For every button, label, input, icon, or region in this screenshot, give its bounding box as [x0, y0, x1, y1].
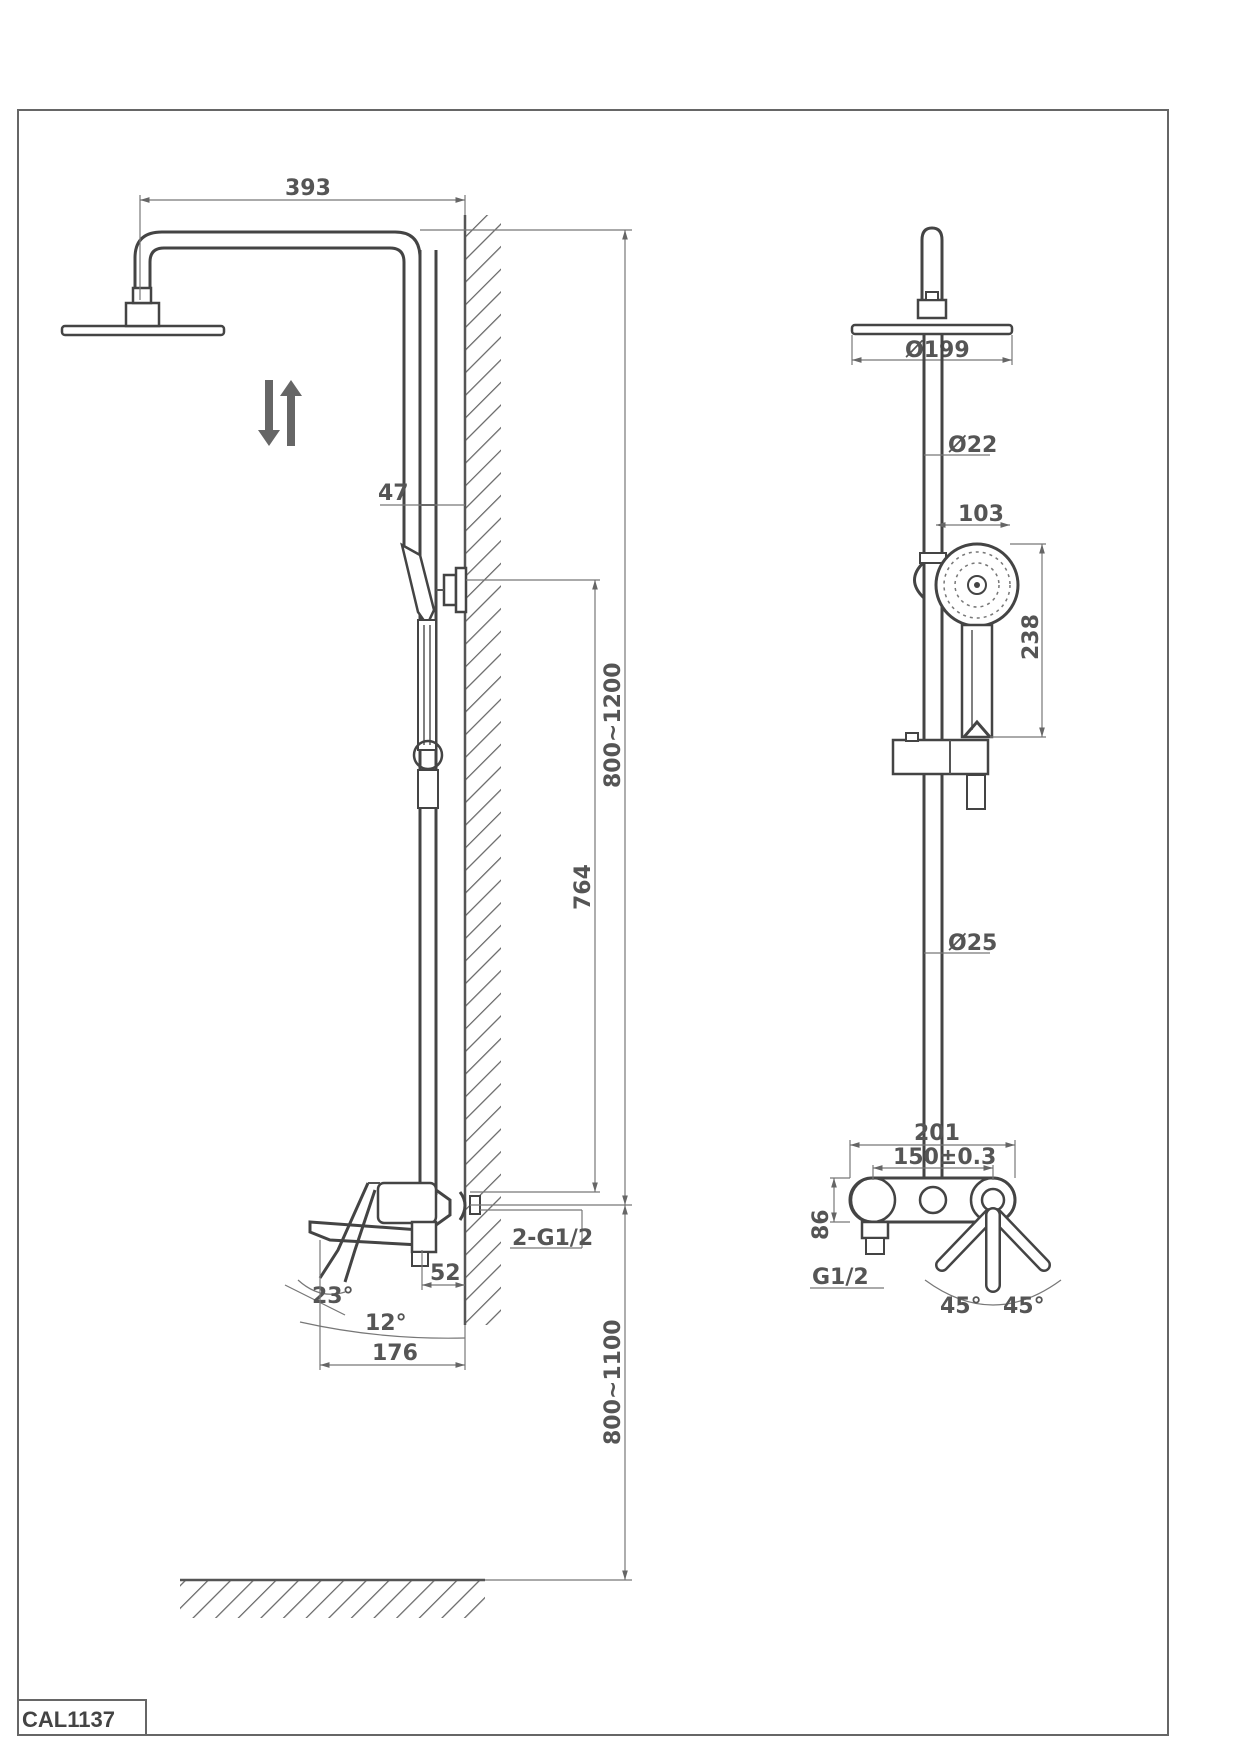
- dim-800-1100: 800~1100: [601, 1319, 626, 1445]
- dim-764: 764: [571, 864, 596, 910]
- drawing-frame: [17, 109, 1169, 1736]
- shower-head-side: [60, 324, 226, 337]
- dim-176: 176: [372, 1341, 418, 1366]
- wall-hatch: [465, 215, 501, 1325]
- dim-86: 86: [809, 1209, 834, 1240]
- dim-103: 103: [958, 502, 1004, 527]
- dim-angle-12: 12°: [365, 1311, 407, 1336]
- dim-dia-25: Ø25: [948, 931, 997, 956]
- model-code: CAL1137: [22, 1707, 115, 1732]
- hand-shower-side: [400, 542, 436, 628]
- title-box: [17, 1699, 147, 1736]
- side-view: 393 47 800~1200 764 800~1100 2-G1/2 52 2…: [60, 176, 632, 1618]
- front-view: Ø199 Ø22 103 238 Ø25: [809, 226, 1062, 1319]
- shower-head-front: [850, 323, 1014, 336]
- dim-g12: G1/2: [812, 1265, 869, 1290]
- floor-hatch: [180, 1580, 485, 1618]
- mixer-side: [376, 1181, 438, 1225]
- dim-angle-23: 23°: [312, 1284, 354, 1309]
- dim-dia-199: Ø199: [905, 338, 970, 363]
- dim-angle-45-left: 45°: [940, 1294, 982, 1319]
- dim-800-1200: 800~1200: [601, 662, 626, 788]
- dim-angle-45-right: 45°: [1003, 1294, 1045, 1319]
- dim-393: 393: [285, 176, 331, 201]
- dim-47: 47: [378, 481, 409, 506]
- dim-dia-22: Ø22: [948, 433, 997, 458]
- dim-52: 52: [430, 1261, 461, 1286]
- dim-201: 201: [914, 1121, 960, 1146]
- dim-150: 150±0.3: [893, 1145, 996, 1170]
- slider-bracket: [891, 738, 990, 776]
- adjust-down-arrow-icon: [258, 380, 280, 446]
- adjust-up-arrow-icon: [280, 380, 302, 446]
- dim-238: 238: [1019, 614, 1044, 660]
- dim-2-g12: 2-G1/2: [512, 1226, 593, 1251]
